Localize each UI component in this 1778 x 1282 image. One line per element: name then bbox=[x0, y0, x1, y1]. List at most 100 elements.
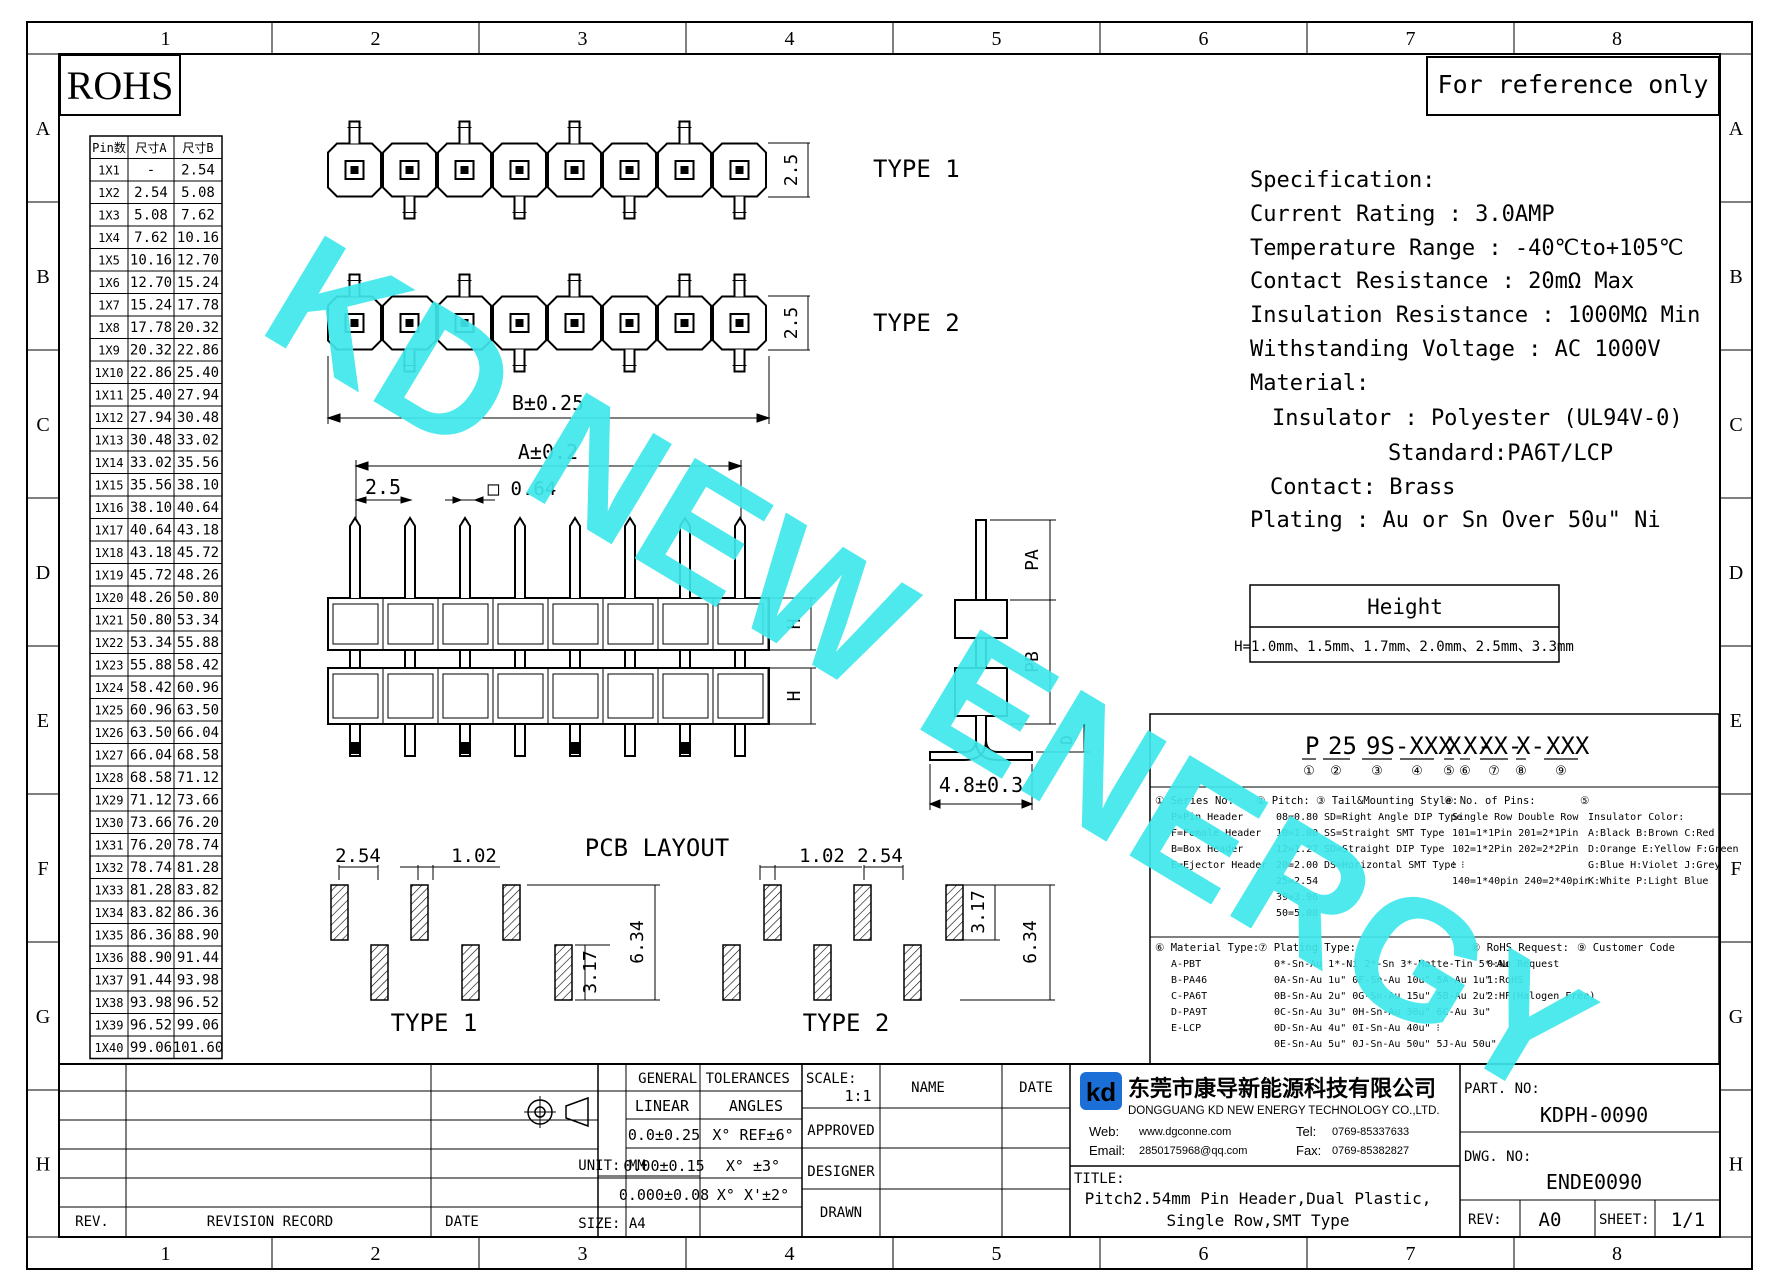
table-cell: 63.50 bbox=[130, 725, 172, 741]
pin-dot bbox=[680, 319, 689, 327]
table-cell: 1X31 bbox=[95, 839, 124, 853]
code-circle: ⑦ bbox=[1488, 763, 1500, 778]
reference-note: For reference only bbox=[1438, 70, 1709, 99]
table-cell: 91.44 bbox=[177, 950, 219, 966]
type1-top-view bbox=[327, 120, 767, 220]
table-cell: 30.48 bbox=[130, 433, 172, 449]
smt-tail bbox=[733, 196, 746, 220]
title-line1: Pitch2.54mm Pin Header,Dual Plastic, bbox=[1085, 1189, 1432, 1208]
legend-item: K:White P:Light Blue bbox=[1588, 876, 1708, 887]
pin-mid bbox=[734, 649, 746, 669]
title-label: TITLE: bbox=[1074, 1171, 1125, 1187]
company-logo-icon bbox=[1080, 1072, 1122, 1110]
table-cell: 60.96 bbox=[130, 703, 172, 719]
housing-inner bbox=[717, 603, 764, 645]
rev-value: A0 bbox=[1539, 1209, 1562, 1231]
col-label-top: 3 bbox=[578, 28, 588, 50]
table-cell: 1X39 bbox=[95, 1019, 124, 1033]
pin-upper bbox=[734, 516, 746, 598]
table-cell: 78.74 bbox=[177, 838, 219, 854]
housing-inner bbox=[662, 673, 709, 719]
specification-block: Specification:Current Rating : 3.0AMPTem… bbox=[1250, 168, 1700, 533]
col-label-bottom: 1 bbox=[161, 1243, 171, 1265]
smt-tail bbox=[568, 120, 581, 144]
pcb-pad bbox=[813, 944, 832, 1001]
table-cell: 58.42 bbox=[177, 658, 219, 674]
table-cell: 96.52 bbox=[130, 1018, 172, 1034]
smt-tail bbox=[513, 196, 526, 220]
smt-tail bbox=[733, 349, 746, 373]
housing-inner bbox=[662, 603, 709, 645]
table-cell: 1X15 bbox=[95, 479, 124, 493]
table-cell: 38.10 bbox=[130, 500, 172, 516]
pcb-t1-row: 3.17 bbox=[580, 950, 601, 993]
row-label-left: E bbox=[37, 710, 49, 732]
legend-item: D:Orange E:Yellow F:Green bbox=[1588, 844, 1739, 855]
pin-dot bbox=[405, 166, 414, 174]
code-segment: X- bbox=[1463, 732, 1492, 760]
col-label-bottom: 7 bbox=[1406, 1243, 1416, 1265]
type1-height-dim: 2.5 bbox=[781, 154, 802, 187]
pcb-t2-pad: 1.02 bbox=[799, 845, 845, 867]
table-cell: 1X35 bbox=[95, 929, 124, 943]
smt-tail bbox=[348, 120, 361, 144]
legend-title: ⑨ Customer Code bbox=[1577, 942, 1675, 954]
company-name-cn: 东莞市康导新能源科技有限公司 bbox=[1128, 1076, 1436, 1101]
table-cell: 86.36 bbox=[130, 928, 172, 944]
pin-upper bbox=[514, 516, 526, 598]
table-cell: 25.40 bbox=[177, 365, 219, 381]
pcb-pad bbox=[410, 884, 429, 941]
col-label-bottom: 3 bbox=[578, 1243, 588, 1265]
table-cell: 35.56 bbox=[130, 478, 172, 494]
pin-dot bbox=[625, 319, 634, 327]
housing-inner bbox=[717, 673, 764, 719]
table-cell: 73.66 bbox=[177, 793, 219, 809]
side-view bbox=[929, 519, 1033, 761]
pin-tip bbox=[461, 742, 469, 754]
table-cell: 1X27 bbox=[95, 749, 124, 763]
legend-title: ⑦ Plating Type: bbox=[1258, 942, 1356, 954]
table-cell: 71.12 bbox=[177, 770, 219, 786]
table-cell: 76.20 bbox=[130, 838, 172, 854]
name-header: NAME bbox=[911, 1080, 945, 1096]
code-segment: X bbox=[1447, 732, 1462, 760]
table-cell: 15.24 bbox=[177, 275, 219, 291]
table-cell: - bbox=[147, 163, 155, 179]
general-tolerances: GENERAL TOLERANCES bbox=[638, 1071, 790, 1087]
web-value: www.dgconne.com bbox=[1138, 1126, 1231, 1138]
pcb-type2-label: TYPE 2 bbox=[803, 1009, 890, 1037]
row-label-right: B bbox=[1729, 266, 1742, 288]
smt-tail bbox=[458, 120, 471, 144]
pcb-pad bbox=[330, 884, 349, 941]
legend-title: ① Series No: bbox=[1155, 795, 1234, 807]
table-cell: 1X38 bbox=[95, 996, 124, 1010]
table-cell: 17.78 bbox=[130, 320, 172, 336]
code-circle: ⑥ bbox=[1459, 763, 1471, 778]
table-cell: 78.74 bbox=[130, 860, 172, 876]
linear-tol: 0.0±0.25 bbox=[628, 1126, 700, 1144]
row-label-right: G bbox=[1729, 1006, 1743, 1028]
table-cell: 1X8 bbox=[98, 321, 120, 335]
pin-dot bbox=[350, 166, 359, 174]
legend-item: G:Blue H:Violet J:Grey bbox=[1588, 860, 1720, 871]
table-cell: 33.02 bbox=[130, 455, 172, 471]
table-cell: 7.62 bbox=[134, 230, 168, 246]
row-label-left: G bbox=[36, 1006, 50, 1028]
table-cell: 1X5 bbox=[98, 254, 120, 268]
angle-tol: X° ±3° bbox=[726, 1157, 780, 1175]
legend-item: Insulator Color: bbox=[1588, 812, 1684, 823]
angle-tol: X° X'±2° bbox=[717, 1186, 789, 1204]
smt-tail bbox=[678, 120, 691, 144]
pin-dot bbox=[735, 319, 744, 327]
table-cell: 1X36 bbox=[95, 951, 124, 965]
rohs-label: ROHS bbox=[67, 63, 174, 108]
pin-lower bbox=[514, 723, 526, 757]
legend-item: 102=1*2Pin 202=2*2Pin bbox=[1452, 844, 1578, 855]
type2-label: TYPE 2 bbox=[873, 309, 960, 337]
legend-item: 0A-Sn-Au 1u" 0F-Sn-Au 10u" 5A-Au 1u" bbox=[1274, 975, 1491, 986]
legend-item: 0D-Sn-Au 4u" 0I-Sn-Au 40u" ⁝ bbox=[1274, 1023, 1440, 1034]
part-no-value: KDPH-0090 bbox=[1540, 1103, 1648, 1127]
table-cell: 53.34 bbox=[177, 613, 219, 629]
housing-inner bbox=[387, 673, 434, 719]
table-cell: 55.88 bbox=[130, 658, 172, 674]
